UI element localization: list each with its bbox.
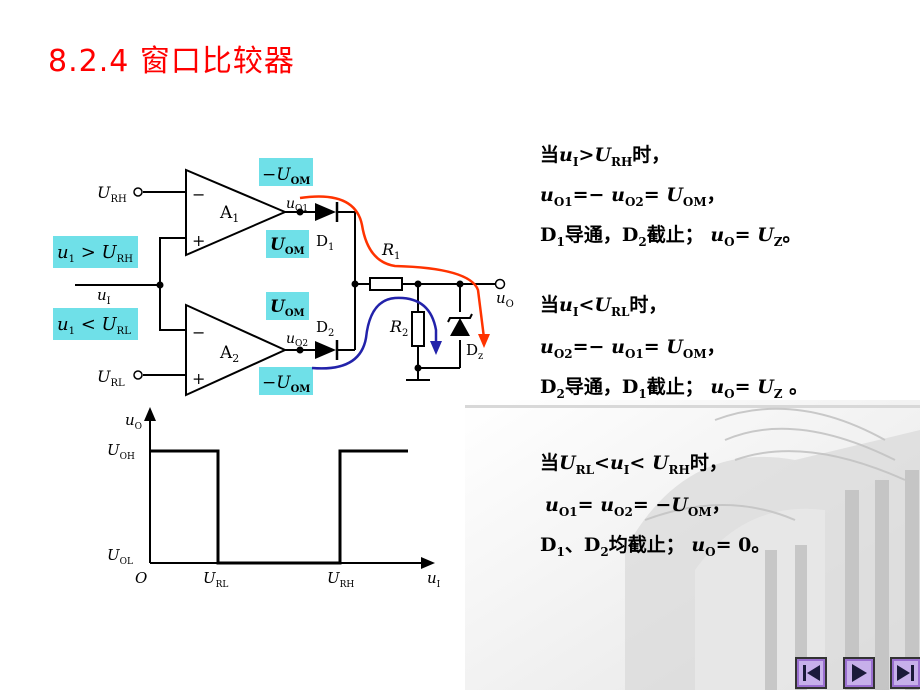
uom-top-text: UOM [270,235,305,257]
diode-d1-symbol [315,202,339,222]
uom-bot-box [266,292,309,320]
background-building-image [465,400,920,690]
r2-label: R2 [389,317,408,339]
case3-line2: uO1= uO2= −UOM， [545,494,731,519]
case3-line3: D1、D2均截止； uO= 0。 [540,534,771,559]
url-label: URL [97,367,125,389]
a1-minus-label: − [192,185,205,204]
uo1-label: uO1 [286,196,308,214]
cond-low-box [53,308,138,340]
cond-low-text: u1 < URL [57,314,131,337]
y-axis-arrow [144,407,156,421]
first-page-icon [795,657,827,689]
url-tick-label: URL [203,569,228,590]
page-title: 8.2.4 窗口比较器 [48,44,295,79]
cond-high-box [53,236,138,268]
x-axis-label: uI [427,569,441,590]
uom-bot-text: UOM [270,297,305,319]
uol-label: UOL [107,546,133,567]
neg-uom-top-box [259,158,313,186]
d1-label: D1 [316,232,334,253]
next-page-icon [843,657,875,689]
opamp-a1-shape [185,168,288,257]
transfer-characteristic-graph: uO UOH UOL O URL URH uI [107,407,441,590]
comparator-circuit: − + − + A1 A2 URH URL uI uO1 uO2 D1 D2 R… [57,165,514,397]
cond-high-text: u1 > URH [57,242,133,265]
uom-top-box [266,230,309,258]
ui-label: uI [97,286,111,307]
dz-label: Dz [466,341,483,362]
case1-line2: uO1=− uO2= UOM， [540,184,726,209]
x-axis-arrow [421,557,435,569]
a2-plus-label: + [192,369,205,388]
red-current-path [299,195,486,339]
first-page-button[interactable] [795,657,827,689]
urh-tick-label: URH [327,569,354,590]
next-page-button[interactable] [843,657,875,689]
case2-line1: 当uI<URL时， [540,294,668,319]
uoh-label: UOH [107,441,135,462]
zener-diode-symbol [447,313,473,336]
a2-label: A2 [219,343,239,365]
last-page-icon [890,657,920,689]
case2-line2: uO2=− uO1= UOM， [540,336,726,361]
case3-line1: 当URL<uI< URH时， [540,452,728,477]
last-page-button[interactable] [890,657,920,689]
opamp-a2-shape [185,303,288,397]
uo2-label: uO2 [286,331,308,349]
case2-line3: D2导通，D1截止； uO= UZ 。 [540,376,809,401]
neg-uom-bot-box [259,367,313,395]
uo-output-label: uO [496,289,514,310]
urh-label: URH [97,183,127,205]
case1-line1: 当uI>URH时， [540,144,671,169]
d2-label: D2 [316,318,334,339]
a1-label: A1 [219,203,239,225]
origin-label: O [135,569,147,587]
output-waveform [150,449,408,565]
case1-line3: D1导通，D2截止； uO= UZ。 [540,224,802,249]
a2-minus-label: − [192,323,205,342]
blue-current-path [311,296,438,370]
diode-d2-symbol [315,340,339,360]
neg-uom-top-text: −UOM [262,165,310,187]
y-axis-label: uO [125,411,142,432]
neg-uom-bot-text: −UOM [262,373,310,395]
r1-label: R1 [381,240,400,262]
a1-plus-label: + [192,231,205,250]
